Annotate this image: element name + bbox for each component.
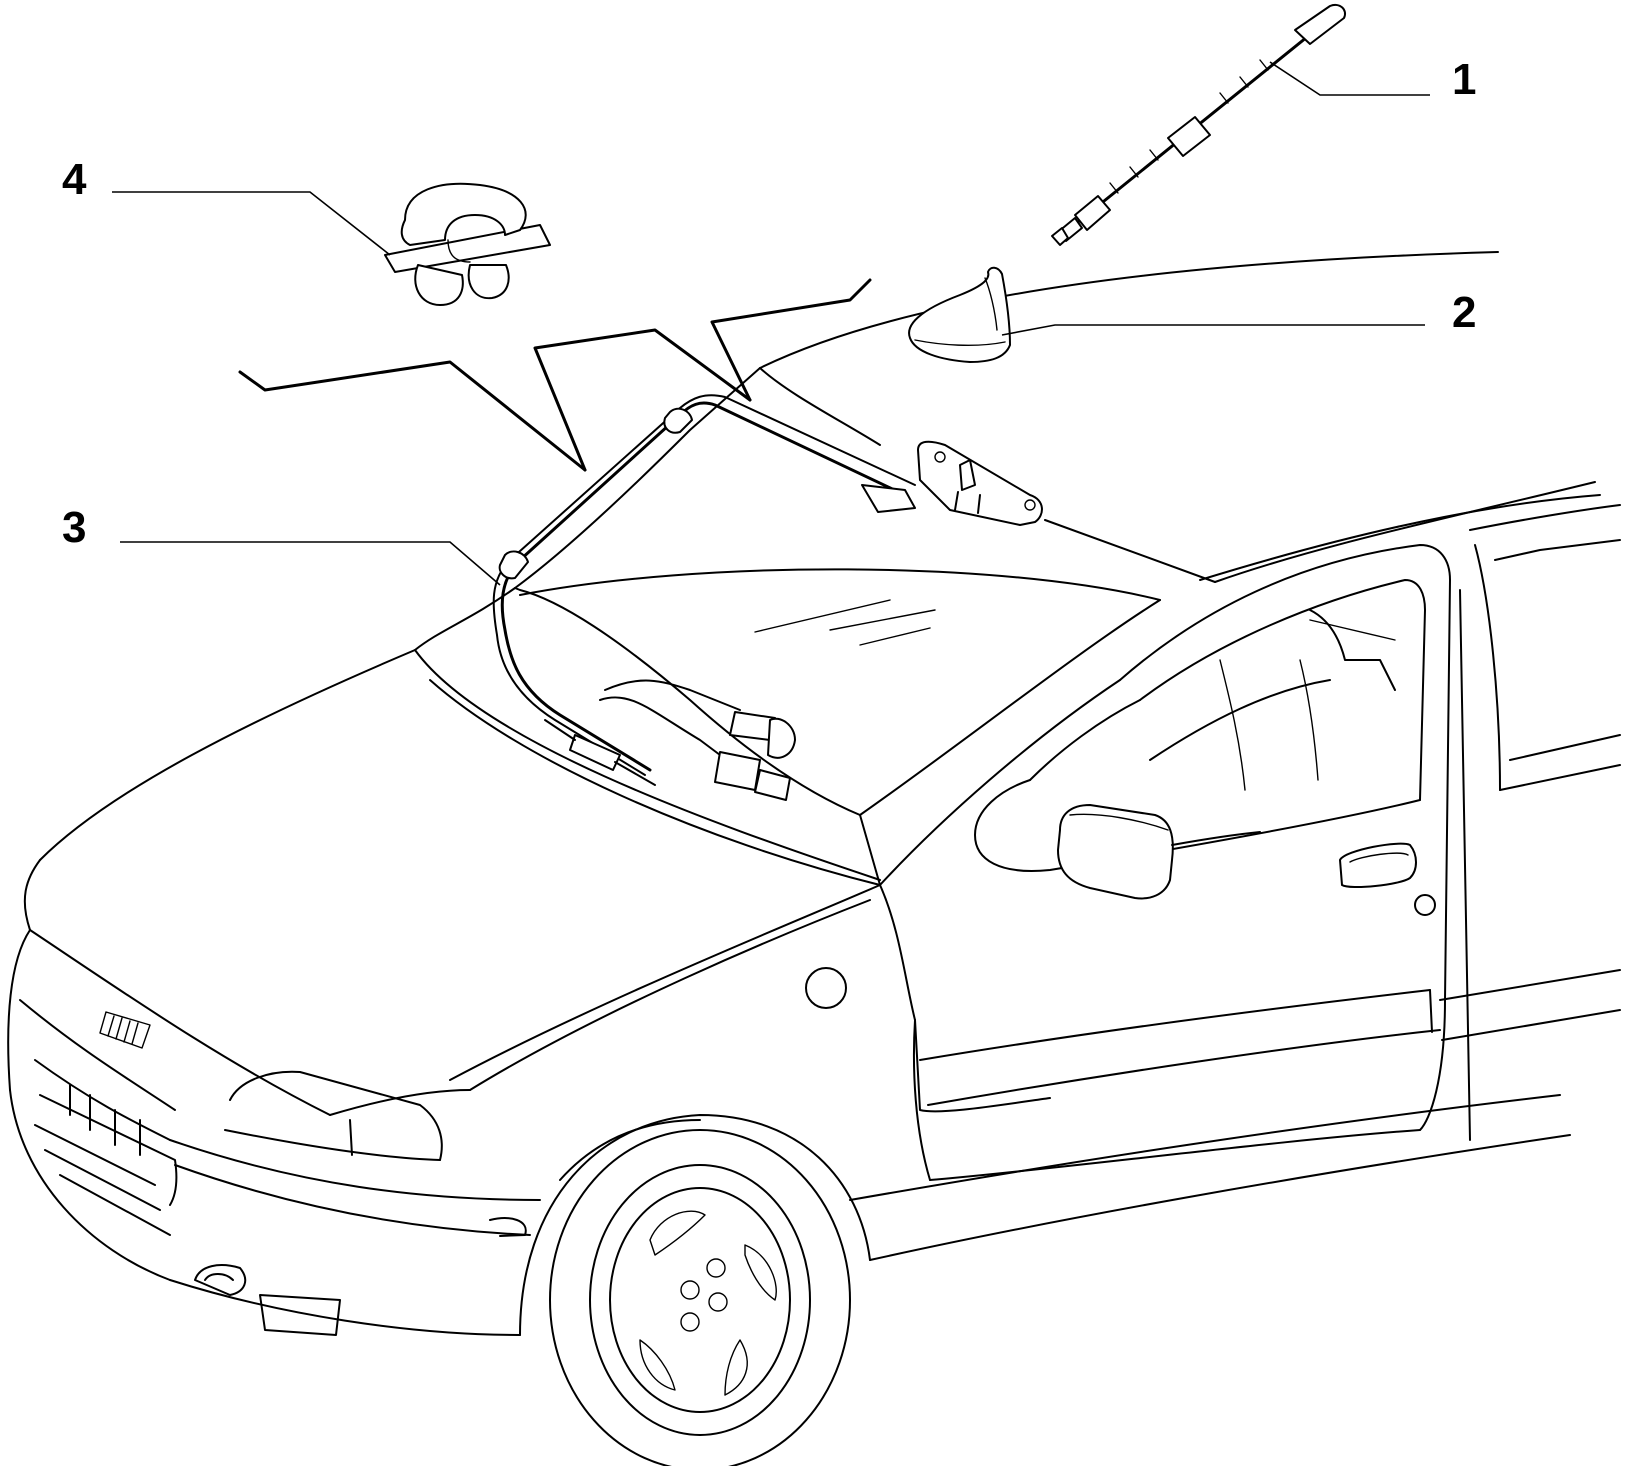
leader-4 [112,191,391,256]
leader-2 [1001,324,1425,336]
leader-1 [1269,61,1430,96]
antenna-rod [1051,4,1346,246]
callout-1: 1 [1452,55,1476,104]
callout-labels: 1 2 3 4 [62,55,1476,552]
leader-3 [120,541,501,586]
section-lines [238,278,872,472]
callout-4: 4 [62,155,87,204]
cable-clip [384,182,551,306]
antenna-base [908,266,1011,363]
callout-leaders [112,61,1430,586]
car-body-illustration [7,251,1621,1466]
callout-3: 3 [62,503,86,552]
antenna-cable-harness [492,394,1043,801]
callout-2: 2 [1452,288,1476,337]
